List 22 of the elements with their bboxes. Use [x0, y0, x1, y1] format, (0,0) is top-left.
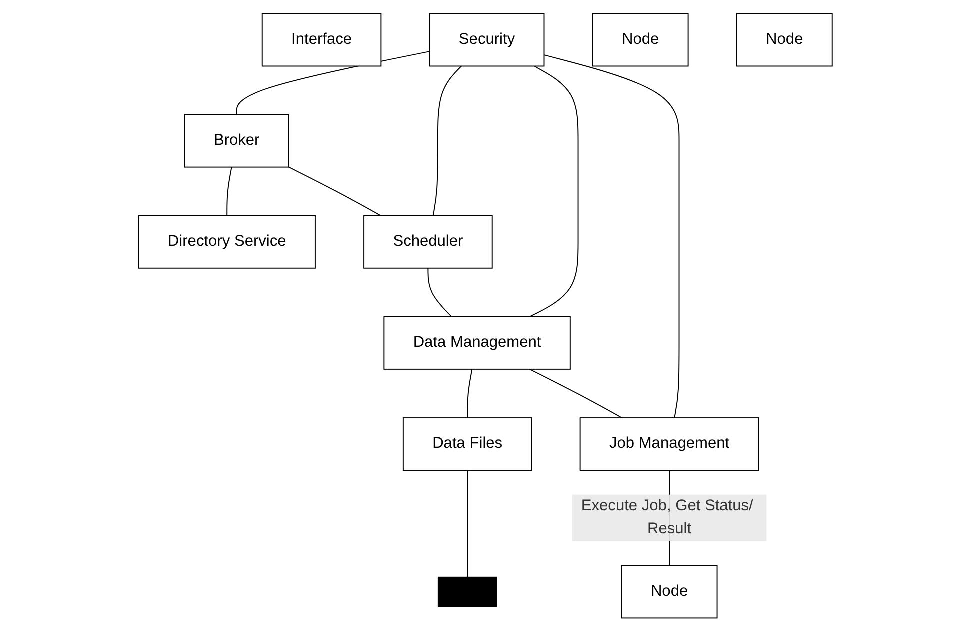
- node-box: Data Files: [403, 417, 533, 470]
- connector: [227, 166, 233, 216]
- connector: [236, 50, 431, 115]
- connector: [428, 267, 453, 317]
- node-box: Scheduler: [364, 214, 494, 268]
- node-box: Node: [622, 564, 718, 618]
- connector: [544, 54, 680, 418]
- connector: [530, 368, 624, 418]
- edge-label: Execute Job, Get Status/ Result: [582, 497, 754, 538]
- node-box: Data Management: [384, 316, 572, 370]
- node-box: Node: [592, 12, 690, 66]
- node-box: Security: [430, 12, 546, 66]
- connector: [530, 65, 580, 317]
- node-box: Broker: [184, 114, 290, 168]
- node-box: Interface: [262, 12, 382, 66]
- node-box: Directory Service: [138, 214, 316, 268]
- node-bar: [438, 576, 498, 607]
- connector: [433, 65, 462, 216]
- node-box: Job Management: [580, 417, 760, 470]
- connector: [468, 368, 474, 418]
- connector: [288, 166, 382, 216]
- node-box: Node: [736, 12, 834, 66]
